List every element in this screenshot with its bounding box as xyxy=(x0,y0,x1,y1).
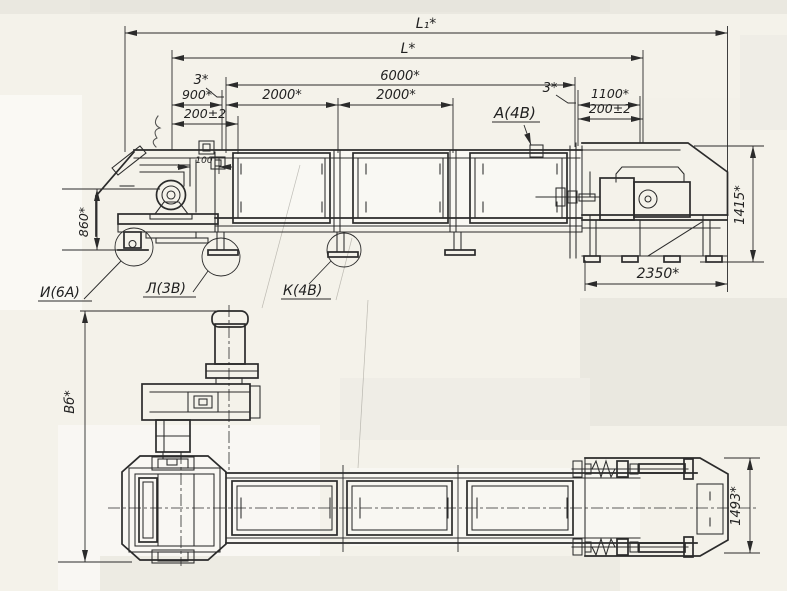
extension-lines xyxy=(62,26,764,292)
dim-label-2000a: 2000* xyxy=(262,88,302,103)
dim-label-1100: 1100* xyxy=(591,86,629,101)
callouts: И(6А) Л(3В) К(4В) xyxy=(38,227,362,302)
dim-label-2000b: 2000* xyxy=(376,88,416,103)
support-leg-1 xyxy=(207,231,239,256)
pen-scribble xyxy=(152,115,162,148)
dim-label-100: 100 xyxy=(195,156,212,166)
panel-2 xyxy=(352,152,449,224)
dim-label-b: Вб* xyxy=(63,390,78,414)
fold-mark xyxy=(335,237,353,301)
fold-mark xyxy=(261,164,301,309)
conveyor-body xyxy=(133,144,583,258)
plan-conveyor-body xyxy=(108,465,758,552)
panel-1 xyxy=(232,152,331,224)
plan-motor-body xyxy=(214,323,246,365)
section-lines xyxy=(342,465,459,552)
plan-head-station xyxy=(121,452,227,566)
view-direction-arrow xyxy=(523,124,532,146)
tension-spring xyxy=(591,459,616,479)
fitting-box xyxy=(210,156,226,170)
plan-gearbox xyxy=(141,383,251,421)
tail-panel xyxy=(696,483,724,535)
head-drum xyxy=(157,473,195,547)
support-leg-3 xyxy=(444,231,476,256)
callout-circle-k4v xyxy=(326,232,362,268)
dim-label-l: L* xyxy=(401,41,416,57)
callout-label-i6a: И(6А) xyxy=(40,285,80,301)
anchor-bolt xyxy=(128,239,137,249)
dim-label-6000: 6000* xyxy=(380,69,420,84)
dim-label-200-left: 200±2 xyxy=(184,106,226,121)
tail-gearbox xyxy=(599,177,635,221)
dim-label-900: 900* xyxy=(182,87,212,102)
fitting-box xyxy=(198,140,215,155)
plan-view: Вб* 1493* xyxy=(58,305,760,566)
side-elevation-view: L₁* L* 6000* 3* 900* 2000* 2000* 200±2 1… xyxy=(38,16,764,302)
plan-dimensions: Вб* 1493* xyxy=(58,310,760,563)
dimensions: L₁* L* 6000* 3* 900* 2000* 2000* 200±2 1… xyxy=(76,16,756,287)
plan-drive-unit xyxy=(141,305,261,470)
tail-tensioner-bottom xyxy=(571,536,694,558)
chute-bracket xyxy=(111,145,147,176)
dim-label-2350: 2350* xyxy=(637,266,680,282)
tail-station xyxy=(535,142,729,263)
plan-tail-station xyxy=(571,457,729,558)
view-arrow-label: А(4В) xyxy=(493,104,536,122)
callout-label-k4v: К(4В) xyxy=(283,283,322,299)
leader-3-right xyxy=(555,94,576,104)
leader-3-left xyxy=(205,87,224,98)
dim-label-1493: 1493* xyxy=(729,486,744,526)
bearing-bottom xyxy=(151,549,195,564)
head-drum-plate xyxy=(138,477,158,543)
tail-tensioner-top xyxy=(571,458,694,480)
plan-motor-cap xyxy=(211,310,249,328)
tension-spring xyxy=(591,537,616,557)
dim-label-860: 860* xyxy=(76,207,91,237)
callout-circle-i6a xyxy=(114,227,154,267)
dim-label-3-right: 3* xyxy=(543,81,558,96)
tail-motor-housing xyxy=(633,181,691,218)
callout-label-l3v: Л(3В) xyxy=(145,281,186,297)
dim-label-l1: L₁* xyxy=(416,16,436,32)
diagonal-brace xyxy=(647,221,703,257)
dim-label-3-left: 3* xyxy=(194,73,209,88)
dim-label-200-right: 200±2 xyxy=(589,101,631,116)
callout-circle-l3v xyxy=(201,237,241,277)
bearing-top xyxy=(151,456,195,471)
tail-shaft-hub xyxy=(638,189,658,209)
drive-station xyxy=(94,115,226,251)
dim-label-1415: 1415* xyxy=(733,185,748,225)
fitting-box xyxy=(529,144,544,158)
fold-mark xyxy=(357,299,369,469)
